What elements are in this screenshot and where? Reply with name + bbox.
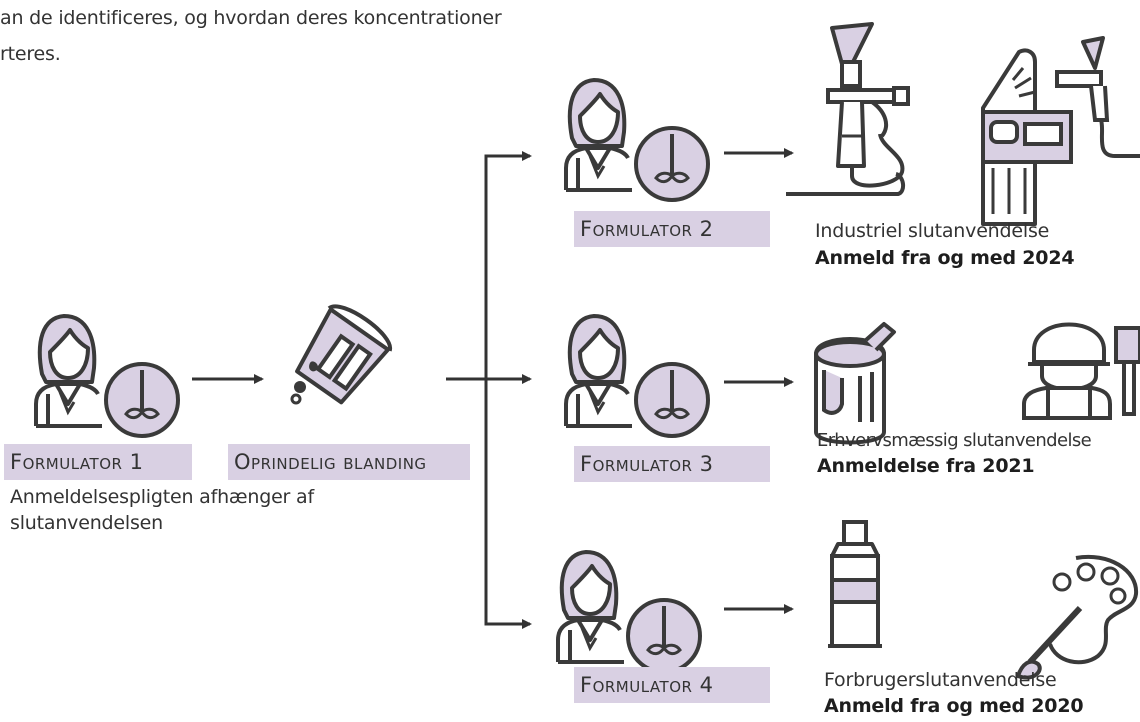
formulator-3-text: Formulator 3	[580, 452, 714, 476]
paint-can-icon	[814, 322, 896, 445]
painter-worker-icon	[1022, 322, 1140, 420]
formulator-1-label: Formulator 1	[4, 444, 192, 480]
branch-line	[484, 154, 530, 626]
paint-tube-icon	[828, 520, 882, 648]
mixture-text: Oprindelig blanding	[234, 450, 427, 474]
formulator-3-person-icon	[564, 314, 710, 438]
professional-end-use-title: Erhvervsmæssig slutanvendelse	[817, 430, 1092, 451]
note-line-2: slutanvendelsen	[10, 512, 163, 534]
professional-end-use-rule: Anmeldelse fra 2021	[817, 455, 1035, 477]
note-line-1: Anmeldelsespligten afhænger af	[10, 486, 314, 508]
industrial-end-use-title: Industriel slutanvendelse	[815, 220, 1050, 242]
spray-gun-icon	[786, 22, 910, 196]
car-spray-painting-icon	[981, 36, 1140, 226]
intro-line-2: rteres.	[0, 43, 61, 65]
industrial-end-use-rule: Anmeld fra og med 2024	[815, 247, 1075, 269]
formulator-4-label: Formulator 4	[574, 667, 770, 703]
formulator-4-person-icon	[556, 550, 702, 674]
formulator-2-label: Formulator 2	[574, 211, 770, 247]
formulator-1-person-icon	[34, 314, 180, 438]
consumer-end-use-title: Forbrugerslutanvendelse	[824, 669, 1057, 691]
formulator-4-text: Formulator 4	[580, 673, 714, 697]
formulator-2-person-icon	[564, 78, 710, 202]
paint-bucket-icon	[290, 304, 392, 405]
mixture-label: Oprindelig blanding	[228, 444, 470, 480]
formulator-3-label: Formulator 3	[574, 446, 770, 482]
consumer-end-use-rule: Anmeld fra og med 2020	[824, 695, 1084, 717]
formulator-1-text: Formulator 1	[10, 450, 144, 474]
formulator-2-text: Formulator 2	[580, 217, 714, 241]
intro-line-1: an de identificeres, og hvordan deres ko…	[0, 7, 502, 29]
palette-icon	[1015, 554, 1139, 680]
